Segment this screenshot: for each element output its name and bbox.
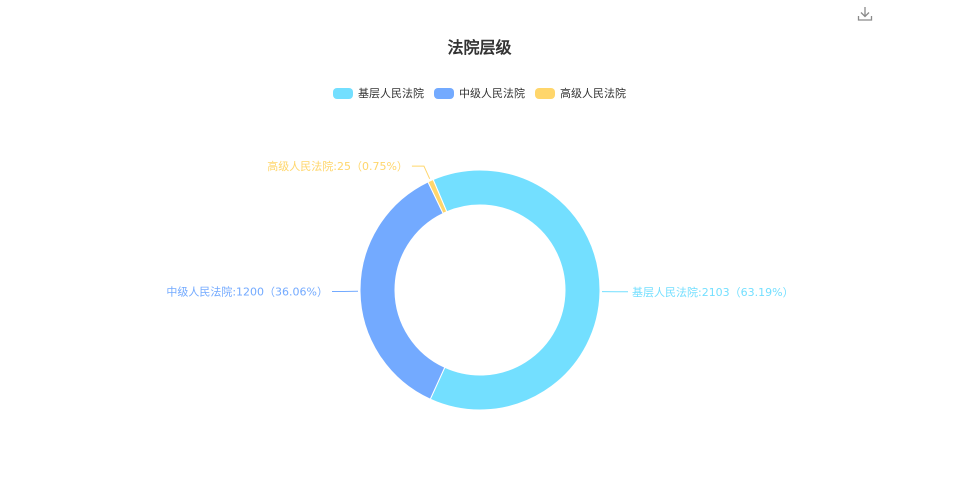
legend-item-high-court[interactable]: 高级人民法院: [535, 85, 626, 101]
legend-label: 高级人民法院: [560, 87, 626, 100]
slice-intermediate-court[interactable]: [359, 181, 446, 400]
legend-item-intermediate-court[interactable]: 中级人民法院: [434, 85, 525, 101]
legend: 基层人民法院 中级人民法院 高级人民法院: [0, 85, 959, 101]
chart-title: 法院层级: [447, 38, 512, 57]
legend-label: 中级人民法院: [459, 87, 525, 100]
legend-swatch: [333, 87, 353, 99]
slice-high-court[interactable]: [427, 178, 448, 215]
download-button[interactable]: [855, 4, 875, 24]
label-intermediate-court: 中级人民法院:1200（36.06%）: [166, 284, 328, 298]
label-high-court: 高级人民法院:25（0.75%）: [267, 159, 408, 173]
legend-swatch: [434, 87, 454, 99]
legend-item-primary-court[interactable]: 基层人民法院: [333, 85, 424, 101]
label-line: [411, 165, 431, 180]
slice-primary-court[interactable]: [429, 169, 601, 411]
legend-label: 基层人民法院: [358, 87, 424, 100]
label-primary-court: 基层人民法院:2103（63.19%）: [632, 285, 794, 299]
download-icon: [857, 7, 873, 21]
legend-swatch: [535, 87, 555, 99]
